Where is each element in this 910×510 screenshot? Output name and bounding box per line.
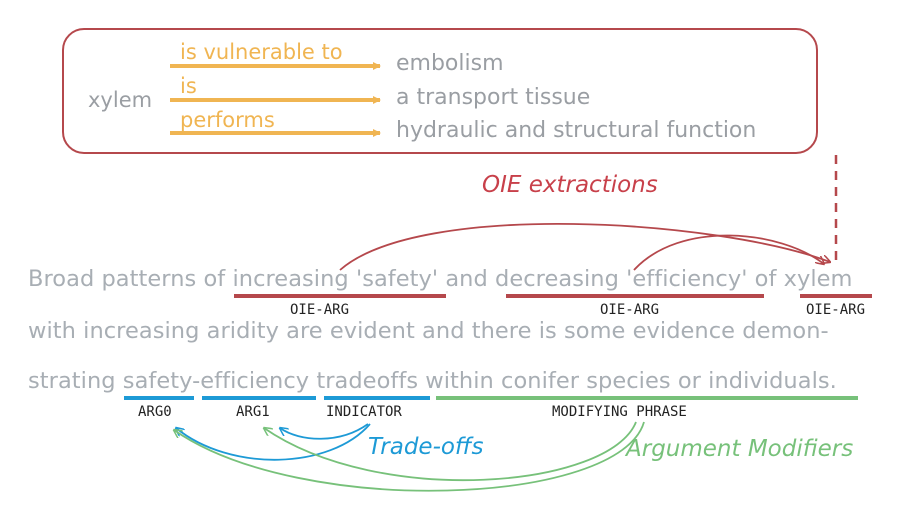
tradeoff-arc-arg0 bbox=[176, 423, 371, 461]
extraction-subject: xylem bbox=[88, 88, 153, 112]
oie-arc-decreasing bbox=[633, 234, 824, 271]
relation-label-2: is bbox=[180, 74, 197, 98]
tradeoffs-title: Trade-offs bbox=[368, 434, 484, 460]
relation-label-1: is vulnerable to bbox=[180, 40, 343, 64]
arg0-tag: ARG0 bbox=[138, 404, 172, 420]
oie-extractions-title: OIE extractions bbox=[482, 172, 658, 198]
sentence-line-2: with increasing aridity are evident and … bbox=[28, 318, 829, 344]
sentence-line-3: strating safety-efficiency tradeoffs wit… bbox=[28, 368, 837, 394]
object-label-3: hydraulic and structural function bbox=[396, 118, 757, 143]
oie-arg-tag-1: OIE-ARG bbox=[290, 302, 350, 318]
oie-arg-tag-2: OIE-ARG bbox=[600, 302, 660, 318]
modifying-phrase-tag: MODIFYING PHRASE bbox=[552, 404, 687, 420]
modifier-arc-arg1 bbox=[264, 421, 637, 482]
indicator-tag: INDICATOR bbox=[326, 404, 402, 420]
extraction-box bbox=[62, 28, 818, 154]
tradeoff-arc-arg1 bbox=[280, 423, 369, 440]
relation-label-3: performs bbox=[180, 108, 275, 132]
argument-modifiers-title: Argument Modifiers bbox=[626, 436, 854, 462]
object-label-1: embolism bbox=[396, 51, 504, 76]
oie-arc-increasing bbox=[339, 222, 830, 271]
object-label-2: a transport tissue bbox=[396, 85, 591, 110]
sentence-line-1: Broad patterns of increasing 'safety' an… bbox=[28, 266, 853, 292]
modifier-arc-arg0 bbox=[174, 421, 645, 492]
oie-arg-tag-3: OIE-ARG bbox=[806, 302, 866, 318]
arg1-tag: ARG1 bbox=[236, 404, 270, 420]
